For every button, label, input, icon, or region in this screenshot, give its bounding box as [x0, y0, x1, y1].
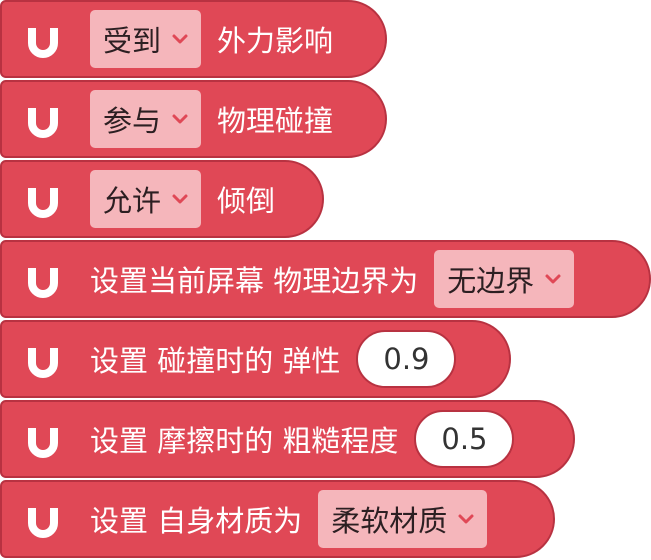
magnet-icon	[28, 188, 58, 218]
dropdown-material[interactable]: 柔软材质	[318, 490, 488, 548]
dropdown-affected[interactable]: 受到	[90, 10, 202, 68]
block-label: 设置当前屏幕 物理边界为	[90, 264, 419, 298]
block-set-elasticity[interactable]: 设置 碰撞时的 弹性 0.9	[0, 320, 511, 398]
block-participate-collision[interactable]: 参与 物理碰撞	[0, 80, 387, 158]
block-set-material[interactable]: 设置 自身材质为 柔软材质	[0, 480, 555, 558]
dropdown-allow[interactable]: 允许	[90, 170, 202, 228]
block-label: 设置 自身材质为	[90, 504, 303, 538]
magnet-icon	[28, 508, 58, 538]
magnet-icon	[28, 108, 58, 138]
dropdown-value: 柔软材质	[331, 504, 448, 538]
chevron-down-icon	[172, 114, 188, 124]
dropdown-value: 允许	[103, 184, 162, 218]
block-label: 外力影响	[217, 24, 334, 58]
dropdown-value: 受到	[103, 24, 162, 58]
chevron-down-icon	[545, 274, 561, 284]
dropdown-participate[interactable]: 参与	[90, 90, 202, 148]
block-label: 倾倒	[217, 184, 276, 218]
input-value: 0.9	[383, 342, 430, 376]
elasticity-input[interactable]: 0.9	[356, 330, 457, 388]
block-label: 物理碰撞	[217, 104, 334, 138]
dropdown-value: 参与	[103, 104, 162, 138]
chevron-down-icon	[458, 514, 474, 524]
input-value: 0.5	[441, 422, 488, 456]
chevron-down-icon	[172, 194, 188, 204]
block-label: 设置 碰撞时的 弹性	[90, 344, 341, 378]
magnet-icon	[28, 268, 58, 298]
block-set-roughness[interactable]: 设置 摩擦时的 粗糙程度 0.5	[0, 400, 575, 478]
dropdown-boundary[interactable]: 无边界	[434, 250, 575, 308]
block-label: 设置 摩擦时的 粗糙程度	[90, 424, 399, 458]
block-allow-topple[interactable]: 允许 倾倒	[0, 160, 324, 238]
roughness-input[interactable]: 0.5	[414, 410, 515, 468]
block-set-screen-boundary[interactable]: 设置当前屏幕 物理边界为 无边界	[0, 240, 651, 318]
magnet-icon	[28, 428, 58, 458]
dropdown-value: 无边界	[447, 264, 535, 298]
magnet-icon	[28, 348, 58, 378]
chevron-down-icon	[172, 34, 188, 44]
block-affected-by-external-force[interactable]: 受到 外力影响	[0, 0, 387, 78]
magnet-icon	[28, 28, 58, 58]
